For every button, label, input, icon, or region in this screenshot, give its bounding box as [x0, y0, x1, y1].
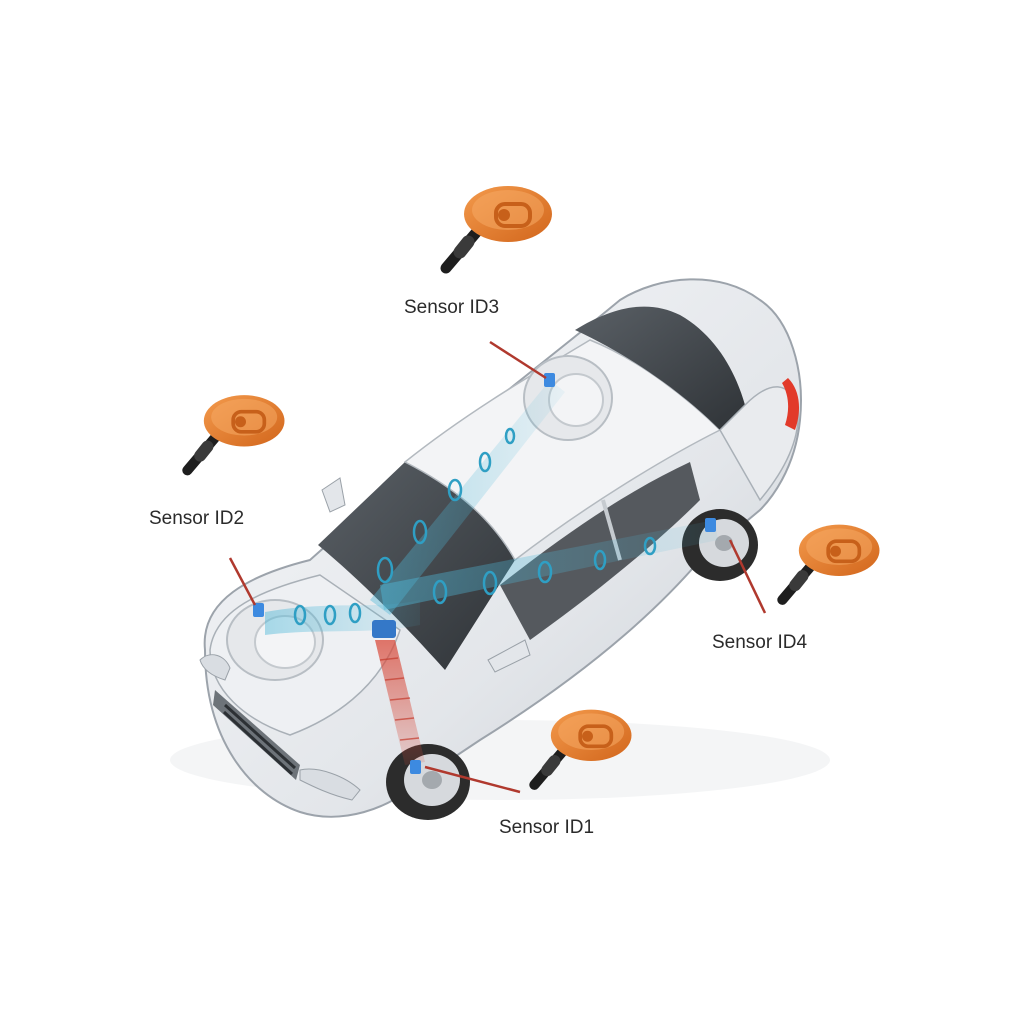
signal-waves	[265, 380, 718, 635]
leader-lines	[228, 340, 767, 794]
leader-line-id4	[728, 539, 767, 614]
leader-line-id2	[228, 557, 257, 606]
sensor-label-id1: Sensor ID1	[499, 817, 595, 838]
sensor-label-id4: Sensor ID4	[712, 632, 808, 653]
receiver-beam	[372, 620, 425, 765]
sensor-label-id3: Sensor ID3	[404, 297, 500, 318]
leader-line-id1	[424, 765, 521, 794]
sensor-markers	[253, 373, 716, 774]
tpms-sensor-id2-icon	[187, 395, 284, 470]
sensor-label-id2: Sensor ID2	[149, 508, 245, 529]
car-illustration	[170, 278, 830, 820]
tpms-sensor-id4-icon	[782, 525, 879, 600]
leader-line-id3	[489, 340, 547, 380]
tpms-sensor-id3-icon	[446, 186, 552, 268]
